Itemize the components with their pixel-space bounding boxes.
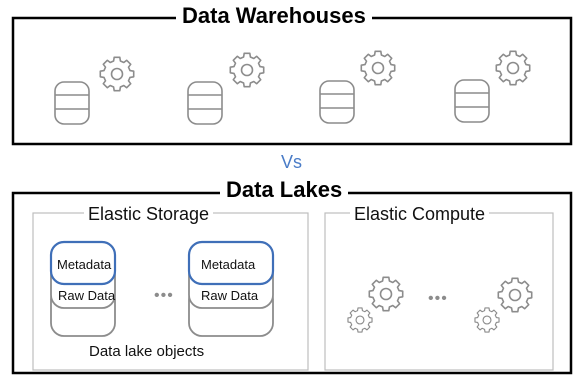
compute-gears-right [474, 277, 533, 333]
warehouse-item-4 [454, 50, 531, 123]
compute-panel-title: Elastic Compute [350, 205, 490, 223]
lakes-title: Data Lakes [220, 179, 349, 201]
gear-icon [360, 50, 396, 86]
database-icon [187, 81, 223, 125]
gear-icon [474, 307, 500, 333]
gear-icon [497, 277, 533, 313]
cylinder-2-raw-data-label: Raw Data [201, 288, 259, 303]
cylinder-metadata-layer [49, 240, 117, 286]
storage-ellipsis: ••• [154, 287, 174, 304]
warehouses-frame [11, 16, 573, 146]
compute-gears-left [347, 276, 404, 333]
gear-icon [99, 56, 135, 92]
storage-panel-title: Elastic Storage [84, 205, 214, 223]
storage-cylinder-2 [187, 240, 275, 337]
cylinder-2-metadata-label: Metadata [201, 257, 256, 272]
database-icon [54, 81, 90, 125]
compute-ellipsis: ••• [428, 290, 448, 307]
cylinder-metadata-layer [187, 240, 275, 286]
storage-caption: Data lake objects [89, 343, 205, 360]
cylinder-1-raw-data-label: Raw Data [58, 288, 116, 303]
storage-cylinder-1 [49, 240, 117, 337]
gear-icon [368, 276, 404, 312]
warehouse-item-3 [319, 50, 396, 124]
gear-icon [495, 50, 531, 86]
vs-label: Vs [281, 152, 303, 172]
gear-icon [347, 307, 373, 333]
warehouse-item-1 [54, 56, 135, 125]
cylinder-1-metadata-label: Metadata [57, 257, 112, 272]
database-icon [454, 79, 490, 123]
warehouses-title: Data Warehouses [176, 5, 372, 27]
gear-icon [229, 52, 265, 88]
warehouse-item-2 [187, 52, 265, 125]
database-icon [319, 80, 355, 124]
